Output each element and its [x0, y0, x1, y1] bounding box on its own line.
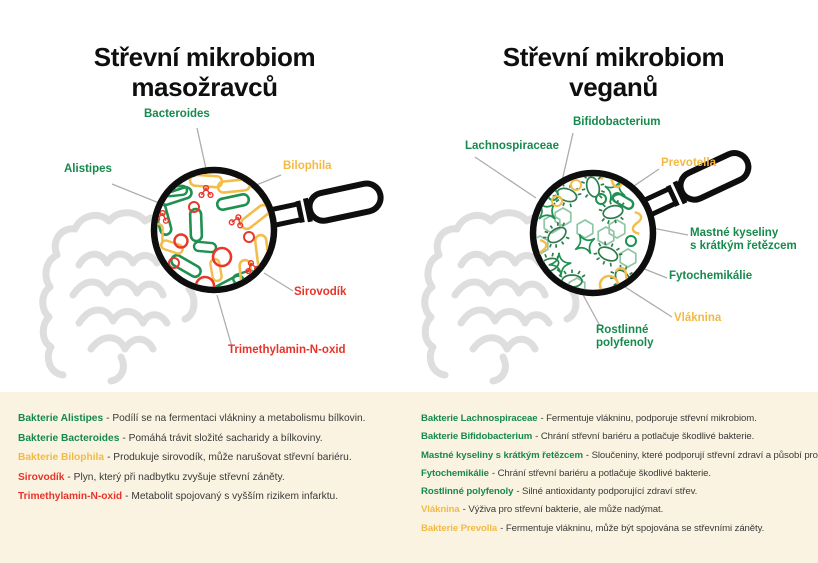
right-title-line1: Střevní mikrobiom — [502, 42, 725, 73]
label-vlaknina: Vláknina — [674, 312, 722, 324]
label-fytochemikalie: Fytochemikálie — [669, 270, 753, 282]
label-alistipes: Alistipes — [64, 163, 112, 175]
label-trimethylamin-n-oxid: Trimethylamin-N-oxid — [228, 344, 346, 356]
legend-item: Bakterie Alistipes- Podílí se na ferment… — [18, 413, 366, 424]
legend-item: Rostlinné polyfenoly- Silné antioxidanty… — [421, 486, 698, 498]
right-title: Střevní mikrobiom veganů — [409, 42, 818, 102]
label-sirovodik: Sirovodík — [294, 286, 347, 298]
legend-left-column: Bakterie Alistipes- Podílí se na ferment… — [18, 413, 365, 511]
label-bifidobacterium: Bifidobacterium — [573, 116, 661, 128]
legend-panel: Bakterie Alistipes- Podílí se na ferment… — [0, 392, 818, 563]
right-title-line2: veganů — [569, 72, 658, 103]
label-lachnospiraceae: Lachnospiraceae — [465, 140, 559, 152]
legend-item: Bakterie Lachnospiraceae- Fermentuje vlá… — [421, 413, 757, 424]
legend-item: Vláknina- Výživa pro střevní bakterie, a… — [421, 504, 664, 516]
legend-right-column: Bakterie Lachnospiraceae- Fermentuje vlá… — [421, 413, 818, 541]
leader-lines — [474, 132, 689, 327]
label-bilophila: Bilophila — [283, 160, 332, 172]
legend-item: Bakterie Bacteroides- Pomáhá trávit slož… — [18, 432, 323, 444]
magnifier-handle — [640, 150, 752, 219]
left-title-line1: Střevní mikrobiom — [93, 42, 316, 73]
label-mastne-kyseliny: Mastné kyseliny s krátkým řetězcem — [690, 227, 797, 252]
legend-item: Bakterie Prevolla- Fermentuje vlákninu, … — [421, 522, 765, 534]
left-title: Střevní mikrobiom masožravců — [0, 42, 409, 102]
magnifier-handle — [267, 180, 384, 229]
legend-item: Fytochemikálie- Chrání střevní bariéru a… — [421, 467, 711, 479]
carnivore-microbiome-illustration — [0, 127, 384, 392]
left-title-line2: masožravců — [131, 72, 278, 103]
label-prevotella: Prevotella — [661, 157, 716, 169]
label-bacteroides: Bacteroides — [144, 108, 210, 120]
legend-item: Mastné kyseliny s krátkým řetězcem- Slou… — [421, 449, 818, 461]
legend-item: Sirovodík- Plyn, který při nadbytku zvyš… — [18, 471, 285, 483]
legend-item: Bakterie Bifidobacterium- Chrání střevní… — [421, 431, 755, 443]
vegan-microbiome-illustration — [409, 132, 752, 392]
label-rostlinne-polyfenoly: Rostlinné polyfenoly — [596, 324, 654, 349]
legend-item: Bakterie Bilophila- Produkuje sirovodík,… — [18, 452, 352, 464]
legend-item: Trimethylamin-N-oxid- Metabolit spojovan… — [18, 491, 339, 503]
